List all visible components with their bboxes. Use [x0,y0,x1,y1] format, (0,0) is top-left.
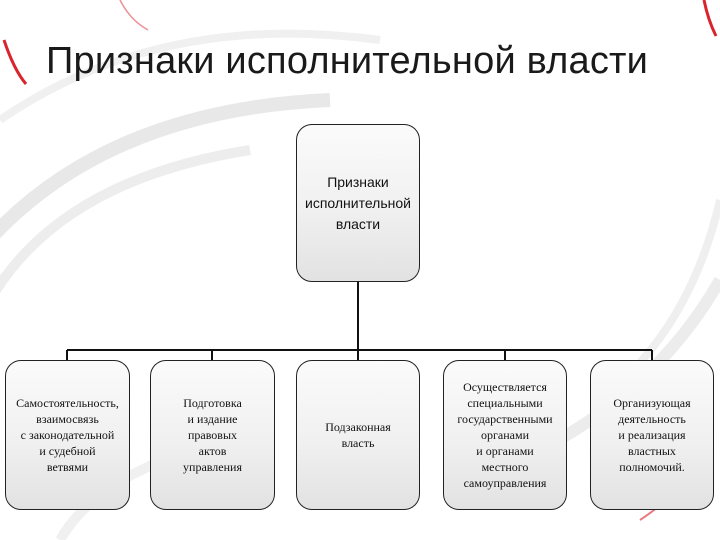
child-node-legal-acts: Подготовка и издание правовых актов упра… [150,360,275,510]
child-node-organizing: Организующая деятельность и реализация в… [590,360,714,510]
child-node-independence: Самостоятельность, взаимосвязь с законод… [5,360,130,510]
child-node-label: Подзаконная власть [325,420,391,450]
child-node-label: Осуществляется специальными государствен… [457,380,553,490]
child-node-label: Самостоятельность, взаимосвязь с законод… [16,396,119,474]
child-node-label: Организующая деятельность и реализация в… [613,396,691,474]
slide-title: Признаки исполнительной власти [46,40,649,82]
root-node: Признаки исполнительной власти [296,124,420,282]
child-node-label: Подготовка и издание правовых актов упра… [183,396,242,474]
root-node-label: Признаки исполнительной власти [305,173,411,232]
child-node-special-bodies: Осуществляется специальными государствен… [443,360,567,510]
child-node-subordinate: Подзаконная власть [296,360,420,510]
